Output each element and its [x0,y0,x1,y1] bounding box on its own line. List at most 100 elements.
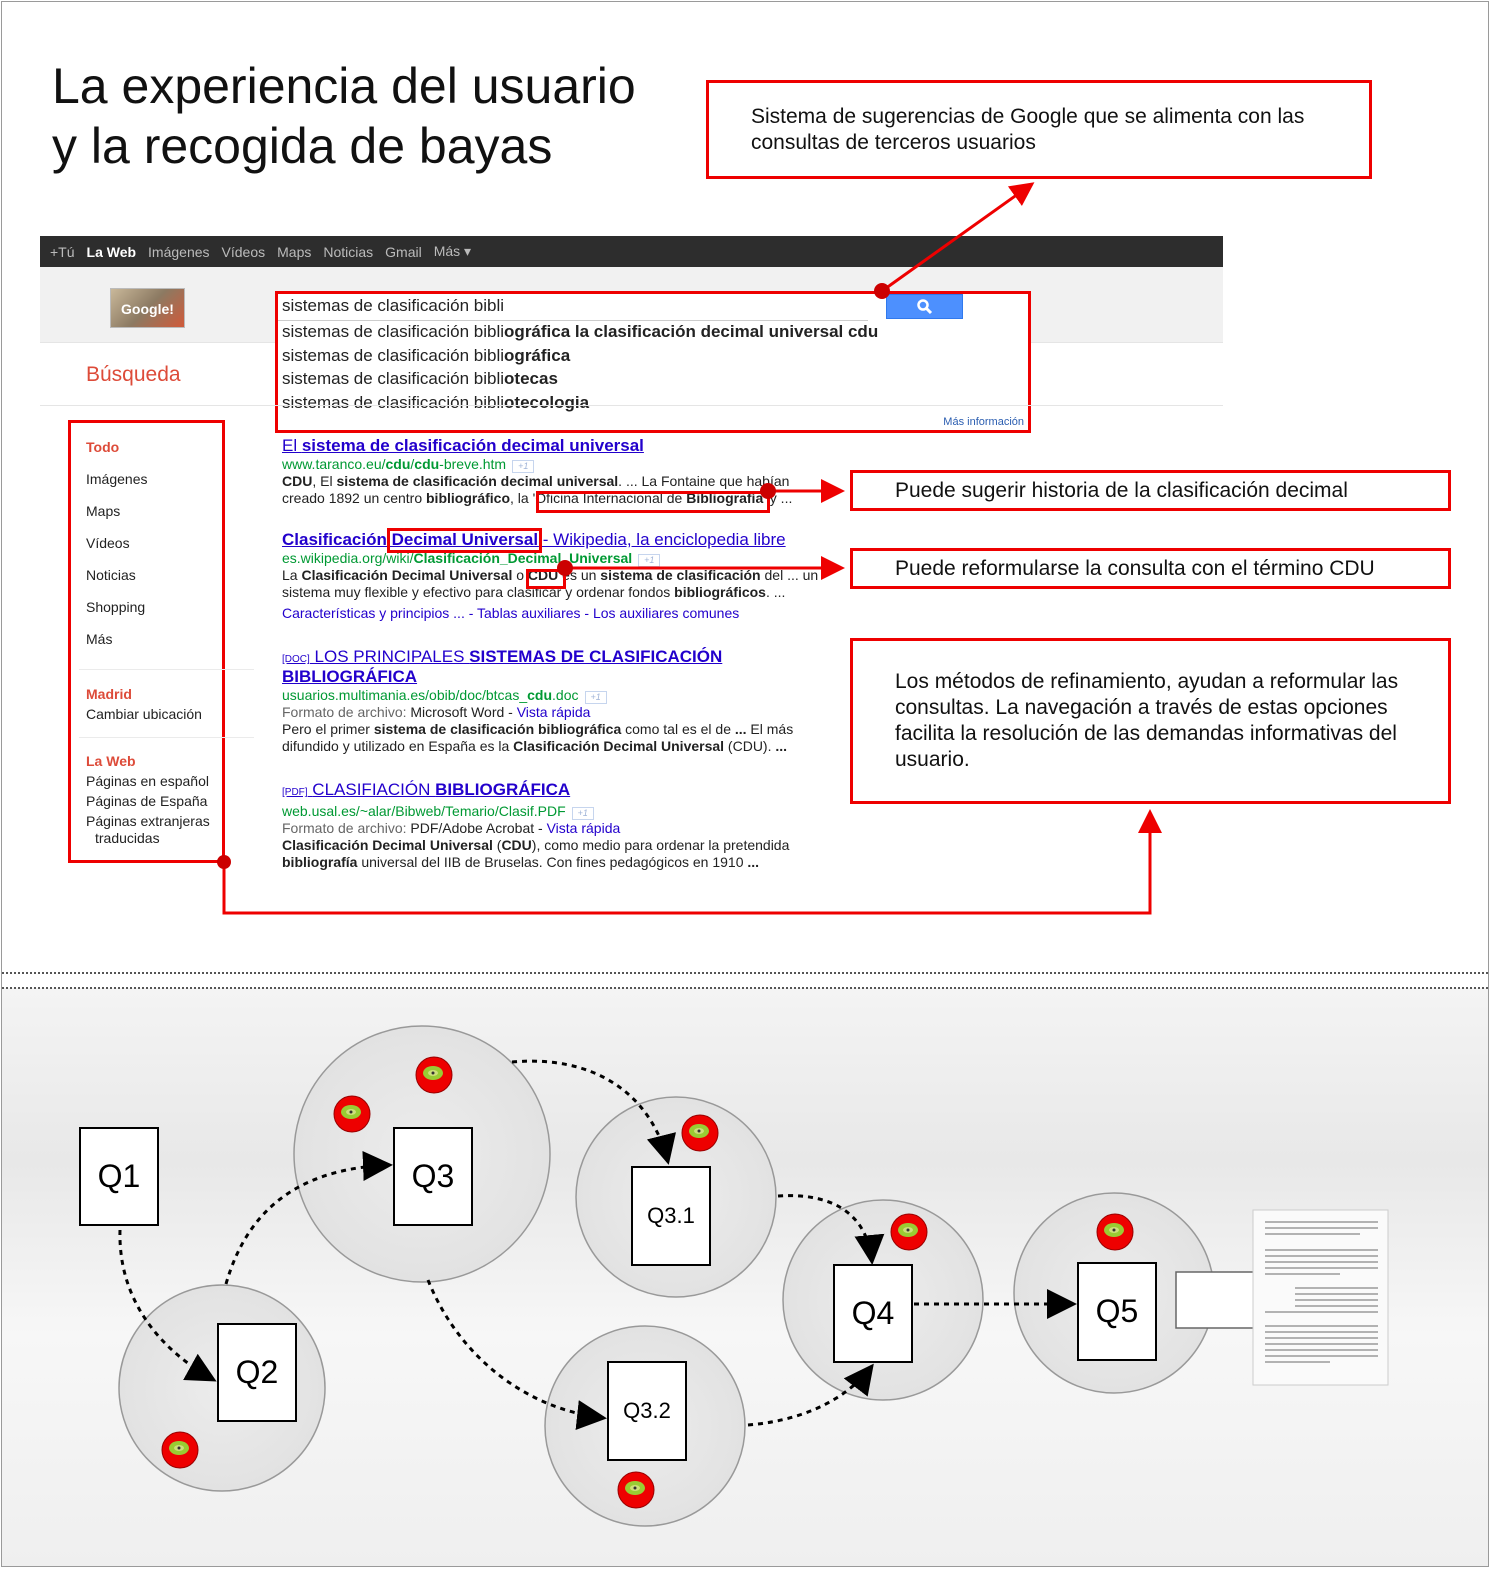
web-filter-spain[interactable]: Páginas de España [86,793,208,809]
search-input[interactable]: sistemas de clasificación bibli [282,296,505,315]
berry-icon [161,1431,199,1469]
divider [2,972,1488,974]
search-button[interactable] [886,294,963,319]
topbar-item-active[interactable]: La Web [86,243,137,260]
berry-icon [1096,1213,1134,1251]
sidebar-item-noticias[interactable]: Noticias [86,567,136,583]
topbar-item[interactable]: Imágenes [148,243,210,260]
sidebar-item-imagenes[interactable]: Imágenes [86,471,148,487]
search-result: Clasificación Decimal Universal - Wikipe… [282,531,818,622]
text-segment: o [512,567,528,583]
flow-arrow [511,1059,676,1165]
flow-arrow [426,1279,607,1430]
suggestion-item[interactable]: sistemas de clasificación bibliográfica … [282,322,878,342]
title-line: La experiencia del usuario [52,58,636,114]
node-label: Q5 [1096,1293,1139,1329]
url-text: es.wikipedia.org/wiki/Clasificación_Deci… [282,550,632,566]
highlight-box [536,491,770,513]
result-snippet: CDU, El sistema de clasificación decimal… [282,473,792,490]
sidebar-item-shopping[interactable]: Shopping [86,599,146,615]
divider [79,669,254,670]
berry-icon [415,1056,453,1094]
title-text: CLASIFIACIÓN BIBLIOGRÁFICA [312,780,570,799]
text-segment: ográfica [504,346,571,365]
slide-title: La experiencia del usuario y la recogida… [52,56,636,176]
text-segment: www.taranco.eu/ [282,456,386,472]
text-segment: otecologia [504,393,590,412]
callout-history: Puede sugerir historia de la clasificaci… [850,470,1451,511]
plus-one-button[interactable]: +1 [584,691,607,704]
web-filter-title[interactable]: La Web [86,753,136,769]
text-segment: / [410,456,415,472]
text-segment: El [282,436,302,455]
result-title-cont[interactable]: BIBLIOGRÁFICA [282,667,418,686]
sidebar-item-videos[interactable]: Vídeos [86,535,130,551]
refinement-sidebar: Todo Imágenes Maps Vídeos Noticias Shopp… [68,420,254,863]
topbar-item[interactable]: Noticias [323,243,374,260]
suggestion-item[interactable]: sistemas de clasificación bibliotecas [282,369,558,389]
node-label: Q2 [236,1354,279,1390]
topbar-item[interactable]: Gmail [385,243,422,260]
text-segment: difundido y utilizado en España es la [282,738,514,754]
google-doodle-logo[interactable]: Google! [110,288,185,328]
result-snippet: creado 1892 un centro bibliográfico, la … [282,490,792,507]
sitelinks[interactable]: Características y principios ... - Tabla… [282,605,740,621]
magnifier-icon [916,299,932,315]
sidebar-item-mas[interactable]: Más [86,631,113,647]
text-segment: otecas [504,369,558,388]
topbar-item[interactable]: Más ▾ [433,243,472,259]
result-snippet: sistema muy flexible y efectivo para cla… [282,584,818,601]
text-segment: SISTEMAS DE CLASIFICACIÓN [469,647,723,666]
file-format: Formato de archivo: Microsoft Word - Vis… [282,704,591,720]
query-box-q4 [833,1264,913,1363]
text-segment: BIBLIOGRÁFICA [435,780,571,799]
topbar-item[interactable]: +Tú [50,243,75,260]
text-segment: . ... [765,584,786,600]
text-segment: sistemas de clasificación bibli [282,322,505,341]
text-segment: ... [775,738,788,754]
text-segment: sistemas de clasificación bibli [282,346,505,365]
plus-one-button[interactable]: +1 [512,460,535,473]
topbar-item[interactable]: Vídeos [221,243,266,260]
text-segment: , El [312,473,337,489]
result-title[interactable]: Clasificación Decimal Universal - Wikipe… [282,531,818,548]
filetype-tag: [DOC] [282,654,310,665]
query-box-q1 [79,1127,159,1226]
suggestion-item[interactable]: sistemas de clasificación bibliográfica [282,346,570,366]
flow-arrow [118,1229,217,1382]
web-filter-spanish[interactable]: Páginas en español [86,773,209,789]
text-segment: Clasificación_Decimal_Universal [413,550,633,566]
result-snippet: Pero el primer sistema de clasificación … [282,721,793,738]
result-title[interactable]: El sistema de clasificación decimal univ… [282,437,792,454]
result-title[interactable]: [PDF] CLASIFIACIÓN BIBLIOGRÁFICA [282,781,789,801]
quick-view-link[interactable]: Vista rápida [516,704,591,720]
divider [278,320,868,321]
change-location-link[interactable]: Cambiar ubicación [86,706,202,722]
text-segment: -breve.htm [439,456,507,472]
text-segment: creado 1892 un centro [282,490,426,506]
callout-suggestions: Sistema de sugerencias de Google que se … [706,80,1372,179]
text-segment: sistema muy flexible y efectivo para cla… [282,584,675,600]
url-text: usuarios.multimania.es/obib/doc/btcas_cd… [282,687,579,703]
suggestion-item[interactable]: sistemas de clasificación bibliotecologi… [282,393,589,413]
text-segment: , la 'Oficina Internacional de [510,490,687,506]
text-segment: cdu [414,456,440,472]
topbar-item[interactable]: Maps [277,243,312,260]
sidebar-item-todo[interactable]: Todo [86,439,120,455]
node-label: Q1 [98,1158,141,1194]
more-info-link[interactable]: Más información [943,416,1024,428]
callout-reformulate: Puede reformularse la consulta con el té… [850,548,1451,589]
text-segment: CLASIFIACIÓN [312,780,436,799]
query-box-q3-2 [607,1361,687,1461]
query-box-q3-1 [631,1166,711,1266]
text-segment: como tal es el de [621,721,735,737]
web-filter-foreign[interactable]: Páginas extranjeras [86,813,210,829]
text-segment: Clasificación Decimal Universal [301,567,513,583]
result-title[interactable]: [DOC] LOS PRINCIPALES SISTEMAS DE CLASIF… [282,648,793,668]
sidebar-item-maps[interactable]: Maps [86,503,121,519]
query-box-q2 [217,1323,297,1422]
search-autocomplete: sistemas de clasificación bibli sistemas… [275,291,1031,433]
berry-icon [681,1114,719,1152]
web-filter-foreign-cont[interactable]: traducidas [95,830,160,846]
